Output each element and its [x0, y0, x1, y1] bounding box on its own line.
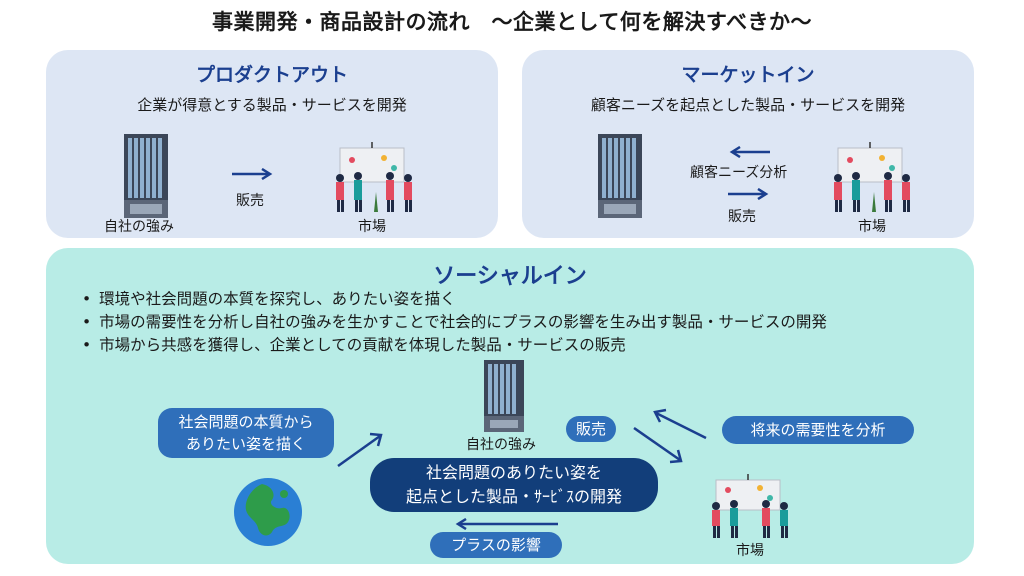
left-arrow-icon [729, 146, 770, 158]
social-in-bullets: 環境や社会問題の本質を探究し、ありたい姿を描く 市場の需要性を分析し自社の強みを… [82, 288, 827, 357]
left-arrow-icon [455, 518, 558, 530]
social-in-company-label: 自社の強み [466, 437, 536, 453]
bullet-item: 市場から共感を獲得し、企業としての貢献を体現した製品・サービスの販売 [82, 334, 827, 357]
market-in-panel: マーケットイン 顧客ニーズを起点とした製品・サービスを開発 顧客ニーズ分析 販売… [522, 50, 974, 238]
up-left-arrow-icon [653, 408, 707, 440]
vision-pill-line1: 社会問題の本質から [178, 413, 314, 431]
market-people-icon [336, 142, 412, 212]
right-arrow-icon [232, 168, 273, 180]
product-out-company-label: 自社の強み [104, 219, 174, 235]
social-in-market-label: 市場 [736, 543, 764, 559]
sell-pill: 販売 [566, 416, 616, 442]
globe-icon [234, 478, 302, 546]
center-development-pill: 社会問題のありたい姿を 起点とした製品・ｻｰﾋﾞｽの開発 [370, 458, 658, 512]
market-in-market-label: 市場 [858, 219, 886, 235]
bullet-item: 市場の需要性を分析し自社の強みを生かすことで社会的にプラスの影響を生み出す製品・… [82, 311, 827, 334]
up-right-arrow-icon [337, 432, 383, 468]
building-icon [124, 134, 168, 218]
market-in-analysis-label: 顧客ニーズ分析 [690, 165, 788, 181]
market-in-heading: マーケットイン [681, 64, 815, 86]
vision-pill: 社会問題の本質から ありたい姿を描く [158, 408, 334, 458]
market-in-sell-label: 販売 [728, 209, 756, 225]
market-people-icon [712, 474, 788, 538]
market-in-description: 顧客ニーズを起点とした製品・サービスを開発 [590, 96, 906, 114]
building-icon [484, 360, 524, 432]
page-title: 事業開発・商品設計の流れ 〜企業として何を解決すべきか〜 [212, 10, 812, 34]
center-pill-line2: 起点とした製品・ｻｰﾋﾞｽの開発 [405, 487, 622, 506]
vision-pill-line2: ありたい姿を描く [185, 435, 306, 453]
social-in-panel: ソーシャルイン 環境や社会問題の本質を探究し、ありたい姿を描く 市場の需要性を分… [46, 248, 974, 564]
product-out-market-label: 市場 [358, 219, 386, 235]
social-in-heading: ソーシャルイン [433, 264, 587, 289]
market-people-icon [834, 142, 910, 212]
product-out-description: 企業が得意とする製品・サービスを開発 [137, 96, 407, 114]
right-arrow-icon [728, 188, 769, 200]
future-demand-pill: 将来の需要性を分析 [722, 416, 914, 444]
plus-impact-pill: プラスの影響 [430, 532, 562, 558]
center-pill-line1: 社会問題のありたい姿を [425, 463, 602, 482]
bullet-item: 環境や社会問題の本質を探究し、ありたい姿を描く [82, 288, 827, 311]
product-out-heading: プロダクトアウト [195, 64, 348, 86]
product-out-panel: プロダクトアウト 企業が得意とする製品・サービスを開発 自社の強み 販売 市場 [46, 50, 498, 238]
product-out-sell-label: 販売 [236, 193, 264, 209]
down-right-arrow-icon [633, 426, 683, 464]
building-icon [598, 134, 642, 218]
